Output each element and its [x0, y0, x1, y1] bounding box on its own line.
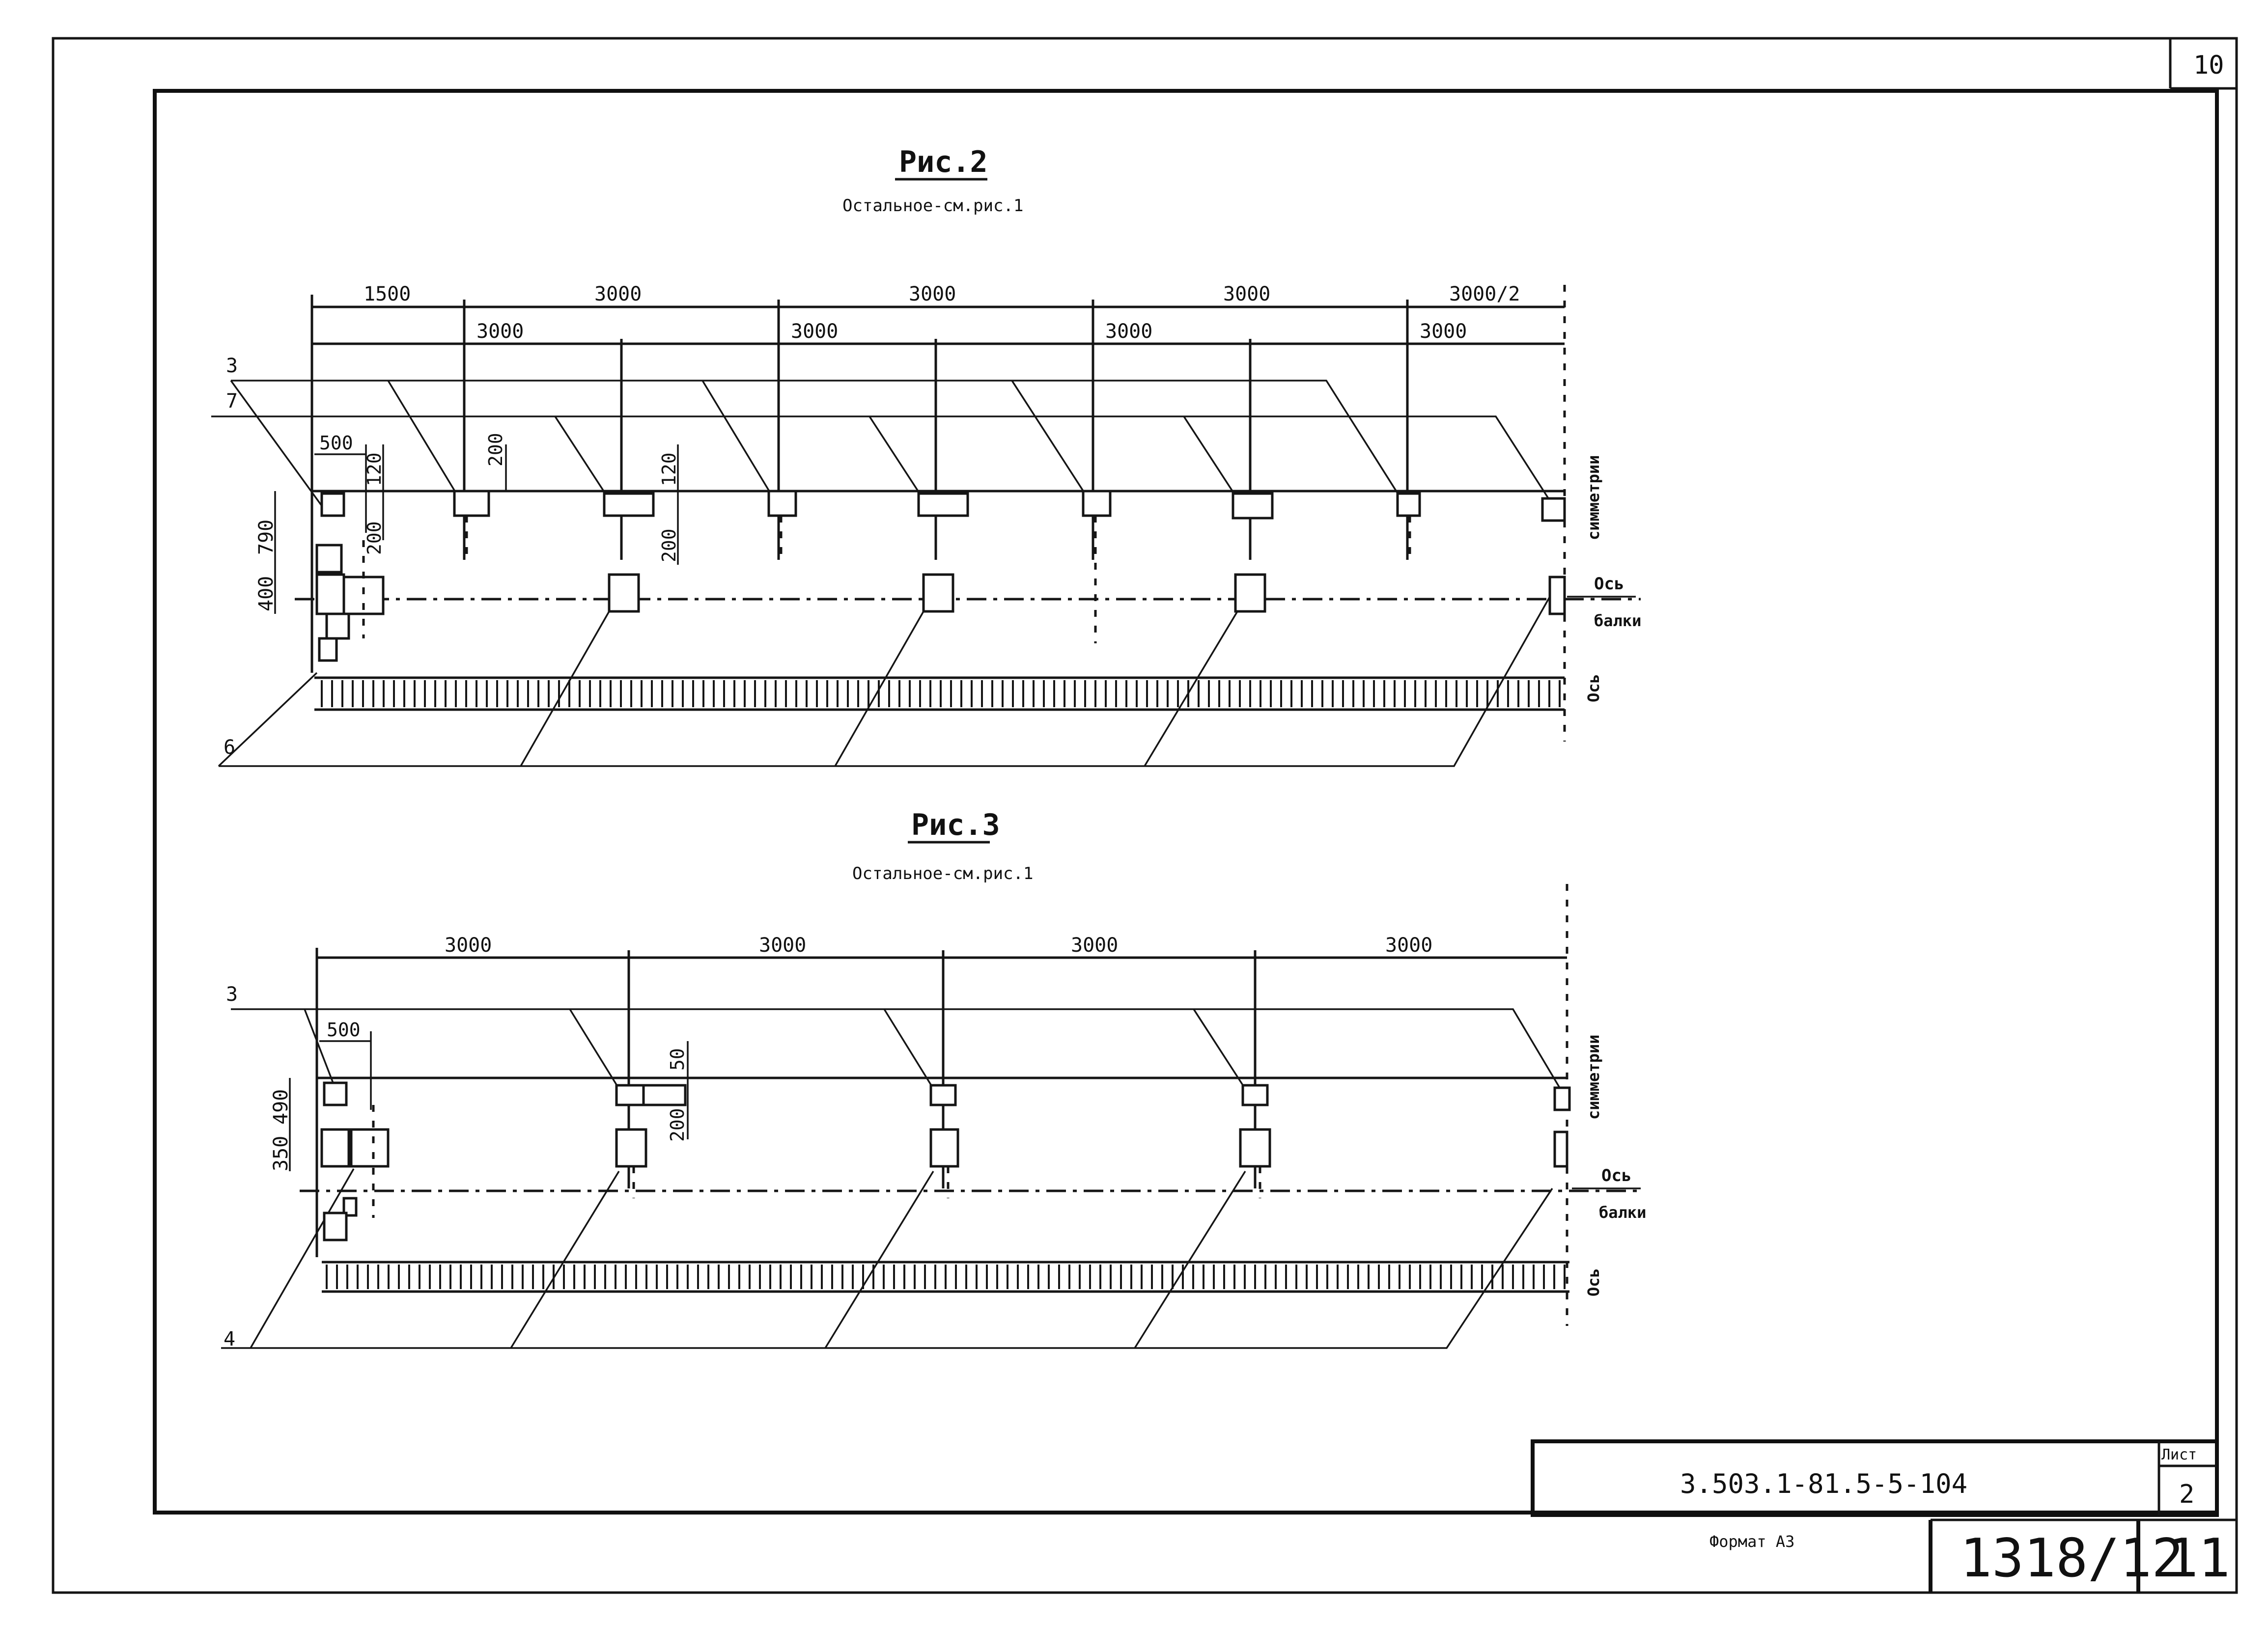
fig2-dim-200b: 200 [485, 433, 506, 467]
fig2-hatching [321, 680, 1561, 707]
sheet-frame [52, 37, 2238, 1594]
fig3-dim-top-1: 3000 [445, 934, 492, 957]
fig3-dotted-axes [372, 1105, 1261, 1218]
archive-sheet-number: 11 [2166, 1528, 2230, 1589]
fig2-leader-label-7: 7 [226, 390, 238, 413]
fig2-detail-dim-lines [274, 444, 679, 614]
fig2-dim-top-1: 1500 [364, 283, 411, 305]
fig3-leaders [221, 1008, 1561, 1349]
fig3-axis-label: Ось [1584, 1268, 1603, 1296]
fig2-dim-top-4: 3000 [1223, 283, 1270, 305]
fig2-dim-200c: 200 [658, 528, 680, 562]
fig2-beam-axis-label-1: Ось [1594, 574, 1624, 594]
fig2-dim-200a: 200 [364, 521, 385, 555]
fig3-beam-axis-label-1: Ось [1601, 1166, 1631, 1185]
fig3-title: Рис.3 [911, 808, 1000, 842]
fig2-dotted-axes [362, 516, 1411, 643]
figure-3: Рис.3 Остальное-см.рис.1 3000 3000 3000 … [221, 808, 1646, 1350]
archive-number: 1318/12 [1960, 1528, 2184, 1589]
fig2-dim-second-2: 3000 [791, 320, 838, 343]
fig2-leader-label-3: 3 [226, 355, 238, 377]
fig2-dim-120b: 120 [658, 452, 680, 486]
fig2-lower-plates [315, 544, 1566, 662]
fig2-dim-second-3: 3000 [1105, 320, 1152, 343]
fig2-axis-label: Ось [1584, 674, 1603, 702]
fig3-leader-label-4: 4 [224, 1328, 235, 1350]
fig2-dim-top-3: 3000 [909, 283, 956, 305]
fig3-dim-350: 350 [270, 1136, 292, 1171]
title-block [1531, 1439, 2237, 1593]
fig3-hatching [326, 1265, 1566, 1289]
format-label: Формат А3 [1709, 1532, 1794, 1551]
fig2-dim-top-5: 3000/2 [1449, 283, 1520, 305]
list-label: Лист [2161, 1446, 2197, 1463]
fig2-symmetry-label: симметрии [1584, 455, 1603, 540]
fig3-dim-500: 500 [327, 1019, 361, 1041]
fig3-dim-top-3: 3000 [1071, 934, 1118, 957]
corner-sheet-number: 10 [2193, 51, 2224, 80]
fig2-title: Рис.2 [899, 145, 988, 179]
list-number: 2 [2179, 1480, 2194, 1509]
fig3-dim-top-2: 3000 [759, 934, 806, 957]
fig3-subtitle: Остальное-см.рис.1 [852, 864, 1033, 883]
fig3-leader-label-3: 3 [226, 983, 238, 1006]
fig2-beam-axis-label-2: балки [1594, 611, 1641, 630]
fig3-upper-plates [323, 1081, 1571, 1111]
fig2-upper-plates [320, 490, 1566, 522]
fig3-dim-50: 50 [667, 1048, 688, 1071]
fig2-dim-790: 790 [255, 520, 278, 555]
fig2-dim-400: 400 [255, 576, 278, 611]
fig2-dim-second-4: 3000 [1420, 320, 1467, 343]
fig2-dim-500: 500 [319, 432, 353, 454]
fig3-beam-axis-label-2: балки [1599, 1203, 1646, 1222]
fig2-dim-120a: 120 [364, 452, 385, 486]
fig3-dim-200: 200 [667, 1108, 688, 1142]
fig3-dim-top-4: 3000 [1385, 934, 1432, 957]
fig3-lower-plates [320, 1128, 1568, 1241]
fig2-subtitle: Остальное-см.рис.1 [842, 196, 1023, 216]
fig2-dim-top-2: 3000 [594, 283, 642, 305]
document-code: 3.503.1-81.5-5-104 [1680, 1468, 1967, 1499]
fig3-detail-dim-lines [289, 1031, 689, 1171]
figure-2: Рис.2 Остальное-см.рис.1 1500 3000 3000 … [211, 145, 1641, 767]
fig3-dim-490: 490 [270, 1089, 292, 1125]
fig2-leaders [211, 380, 1556, 767]
fig2-dim-second-1: 3000 [476, 320, 524, 343]
fig3-symmetry-label: симметрии [1584, 1035, 1603, 1120]
